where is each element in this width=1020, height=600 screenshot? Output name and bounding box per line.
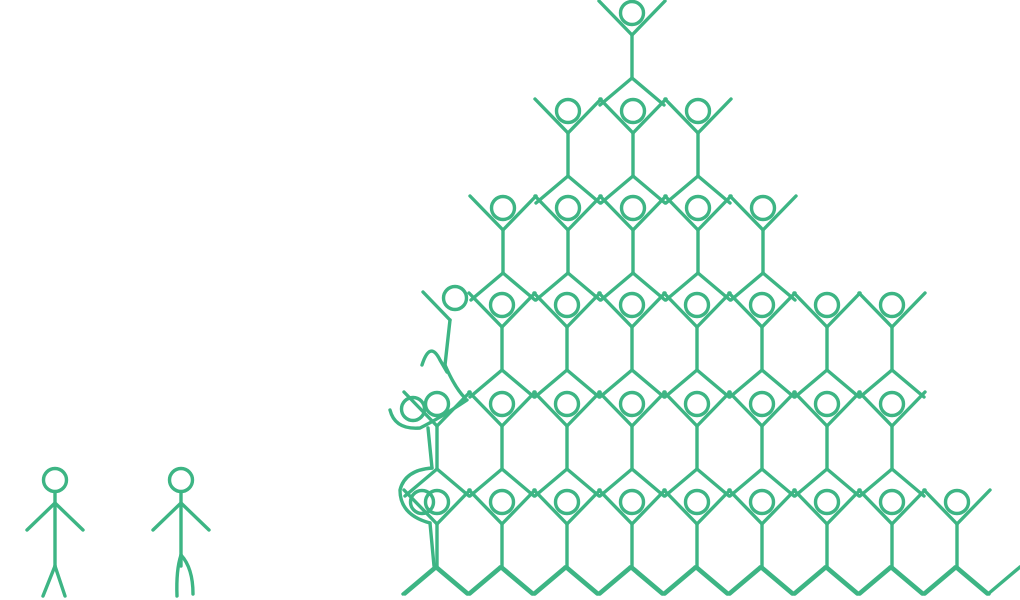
- standing-person: [151, 466, 211, 598]
- pyramid-person: [727, 390, 797, 498]
- pyramid-person: [597, 488, 667, 596]
- pyramid-person: [467, 291, 537, 399]
- pyramid-person: [532, 291, 602, 399]
- pyramid-person: [662, 390, 732, 498]
- pyramid-person: [663, 194, 733, 302]
- pyramid-person: [922, 488, 992, 596]
- pyramid-base-legs: [401, 565, 1020, 596]
- pyramid-person: [597, 291, 667, 399]
- pyramid-person: [468, 194, 538, 302]
- pyramid-person: [597, 0, 667, 107]
- pyramid-person: [533, 97, 603, 205]
- pyramid-person: [792, 390, 862, 498]
- pyramid-person: [533, 194, 603, 302]
- pyramid-person: [532, 488, 602, 596]
- human-pyramid: [388, 0, 1020, 596]
- pyramid-person: [663, 97, 733, 205]
- pyramid-person: [532, 390, 602, 498]
- pyramid-person: [857, 488, 927, 596]
- pyramid-person: [662, 488, 732, 596]
- pyramid-person: [728, 194, 798, 302]
- pyramid-person: [402, 488, 472, 596]
- pyramid-person: [402, 390, 472, 498]
- pyramid-person: [597, 390, 667, 498]
- pyramid-person: [792, 488, 862, 596]
- pyramid-person: [467, 390, 537, 498]
- standing-person: [25, 466, 85, 598]
- pyramid-person: [598, 194, 668, 302]
- pyramid-person: [857, 291, 927, 399]
- pyramid-person: [662, 291, 732, 399]
- pyramid-person: [857, 390, 927, 498]
- pyramid-person: [727, 291, 797, 399]
- pyramid-person: [598, 97, 668, 205]
- pyramid-person: [792, 291, 862, 399]
- pyramid-person: [467, 488, 537, 596]
- pyramid-person: [727, 488, 797, 596]
- dangling-figures: [388, 284, 469, 568]
- standing-figures: [25, 466, 211, 598]
